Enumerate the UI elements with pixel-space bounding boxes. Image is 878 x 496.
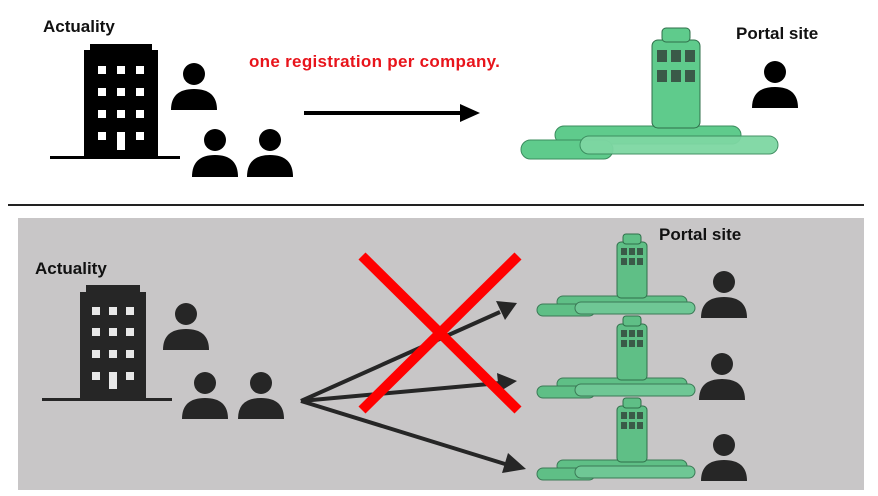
arrow-icon	[304, 104, 480, 122]
cross-mark-icon	[358, 252, 522, 414]
person-icon	[163, 303, 209, 350]
person-icon	[182, 372, 228, 419]
portal-tower-icon	[536, 397, 696, 481]
office-building-icon	[50, 44, 180, 159]
top-actuality-label: Actuality	[43, 17, 115, 36]
person-icon	[752, 61, 798, 108]
arrow-icon	[300, 399, 526, 473]
person-icon	[247, 129, 293, 177]
person-icon	[699, 353, 745, 400]
portal-tower-icon	[536, 233, 696, 317]
person-icon	[701, 434, 747, 481]
bottom-actuality-label: Actuality	[35, 259, 107, 278]
top-portal-site-label: Portal site	[736, 24, 819, 43]
portal-tower-icon	[520, 27, 779, 160]
person-icon	[171, 63, 217, 110]
registration-note: one registration per company.	[249, 52, 501, 71]
arrow-icon	[300, 301, 517, 403]
top-diagram	[50, 27, 798, 177]
bottom-portal-site-label: Portal site	[659, 225, 742, 244]
portal-tower-icon	[536, 315, 696, 399]
person-icon	[192, 129, 238, 177]
person-icon	[701, 271, 747, 318]
person-icon	[238, 372, 284, 419]
office-building-icon	[42, 285, 172, 401]
section-divider	[8, 204, 864, 206]
